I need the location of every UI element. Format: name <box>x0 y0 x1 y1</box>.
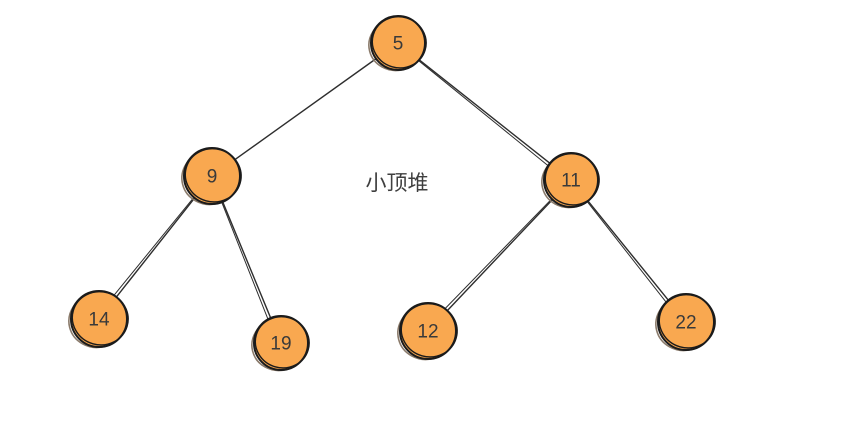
tree-node: 11 <box>541 152 600 209</box>
tree-node-value: 11 <box>561 171 581 192</box>
tree-node-value: 12 <box>417 322 438 343</box>
diagram-label: 小顶堆 <box>366 172 429 195</box>
tree-edge <box>417 58 553 168</box>
tree-node-value: 19 <box>270 334 291 355</box>
tree-edge <box>442 197 554 314</box>
tree-nodes: 5 9 11 14 19 12 22 <box>68 15 716 372</box>
tree-node: 22 <box>655 293 716 352</box>
tree-edge <box>586 199 671 305</box>
tree-node: 19 <box>251 315 310 372</box>
tree-node-value: 5 <box>393 34 404 55</box>
tree-node-value: 22 <box>675 313 696 334</box>
tree-node: 5 <box>368 15 427 72</box>
tree-node: 14 <box>68 290 129 349</box>
tree-edge <box>231 57 378 163</box>
tree-node-value: 9 <box>207 167 218 188</box>
tree-edges <box>111 57 671 323</box>
tree-edge <box>220 200 273 323</box>
tree-edge <box>111 196 196 301</box>
tree-node: 9 <box>181 147 242 206</box>
tree-node: 12 <box>397 302 458 361</box>
tree-node-value: 14 <box>88 310 110 331</box>
